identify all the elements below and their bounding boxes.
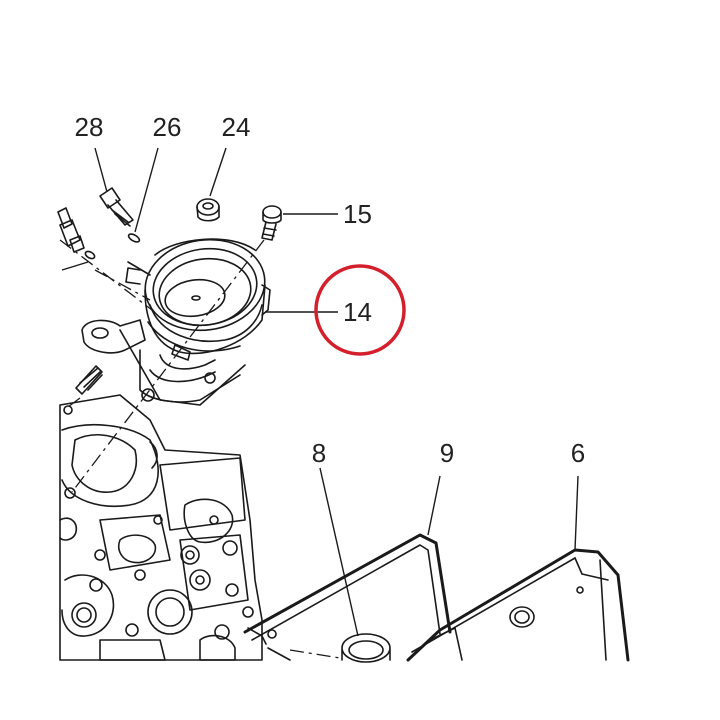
cylinder-head [59,394,263,661]
screw [261,205,282,241]
bleeder-screw [99,187,134,227]
callout-9: 9 [440,438,454,468]
center-lines [59,239,341,659]
housing-assembly [81,238,271,406]
cover-gasket [243,533,452,661]
callout-26: 26 [153,112,182,142]
highlight-circle [314,264,406,356]
callout-28: 28 [75,112,104,142]
callout-14: 14 [343,297,372,327]
callout-24: 24 [222,112,251,142]
valve-cover [406,548,630,662]
callout-6: 6 [571,438,585,468]
fitting [57,207,85,253]
leader-lines [61,147,579,637]
callout-8: 8 [312,438,326,468]
sealing-washer [84,233,141,260]
callout-15: 15 [343,199,372,229]
o-ring-seal [341,633,391,663]
stud-bolt [75,365,103,395]
nut [196,198,220,222]
